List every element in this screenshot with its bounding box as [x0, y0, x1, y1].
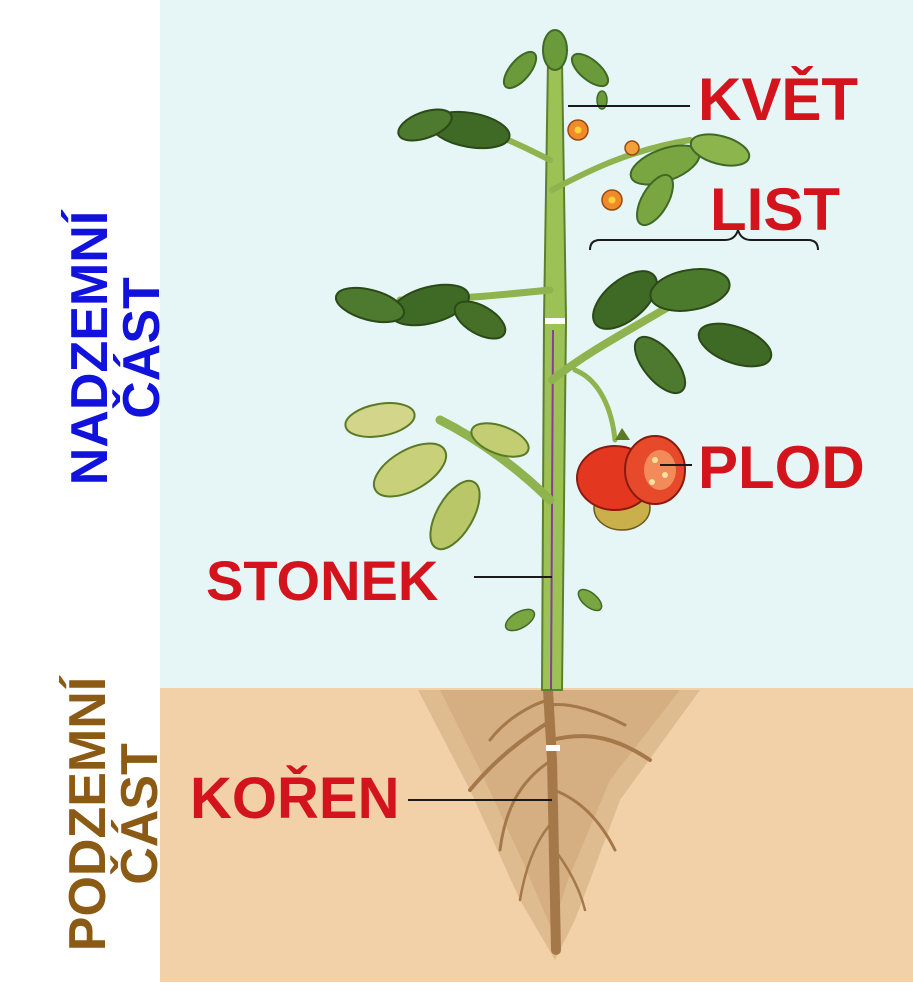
root-label: KOŘEN	[190, 770, 399, 828]
plant-diagram: NADZEMNÍ ČÁST PODZEMNÍ ČÁST KVĚT LIST PL…	[0, 0, 913, 982]
underground-label: PODZEMNÍ ČÁST	[62, 622, 162, 1006]
stem-label: STONEK	[206, 553, 438, 609]
root-section-band	[546, 745, 560, 751]
fruit-label: PLOD	[698, 438, 865, 498]
stem-section-band	[545, 318, 565, 324]
aboveground-label: NADZEMNÍ ČÁST	[64, 158, 164, 538]
flower-label: KVĚT	[698, 70, 858, 130]
leaf-label: LIST	[710, 180, 840, 240]
